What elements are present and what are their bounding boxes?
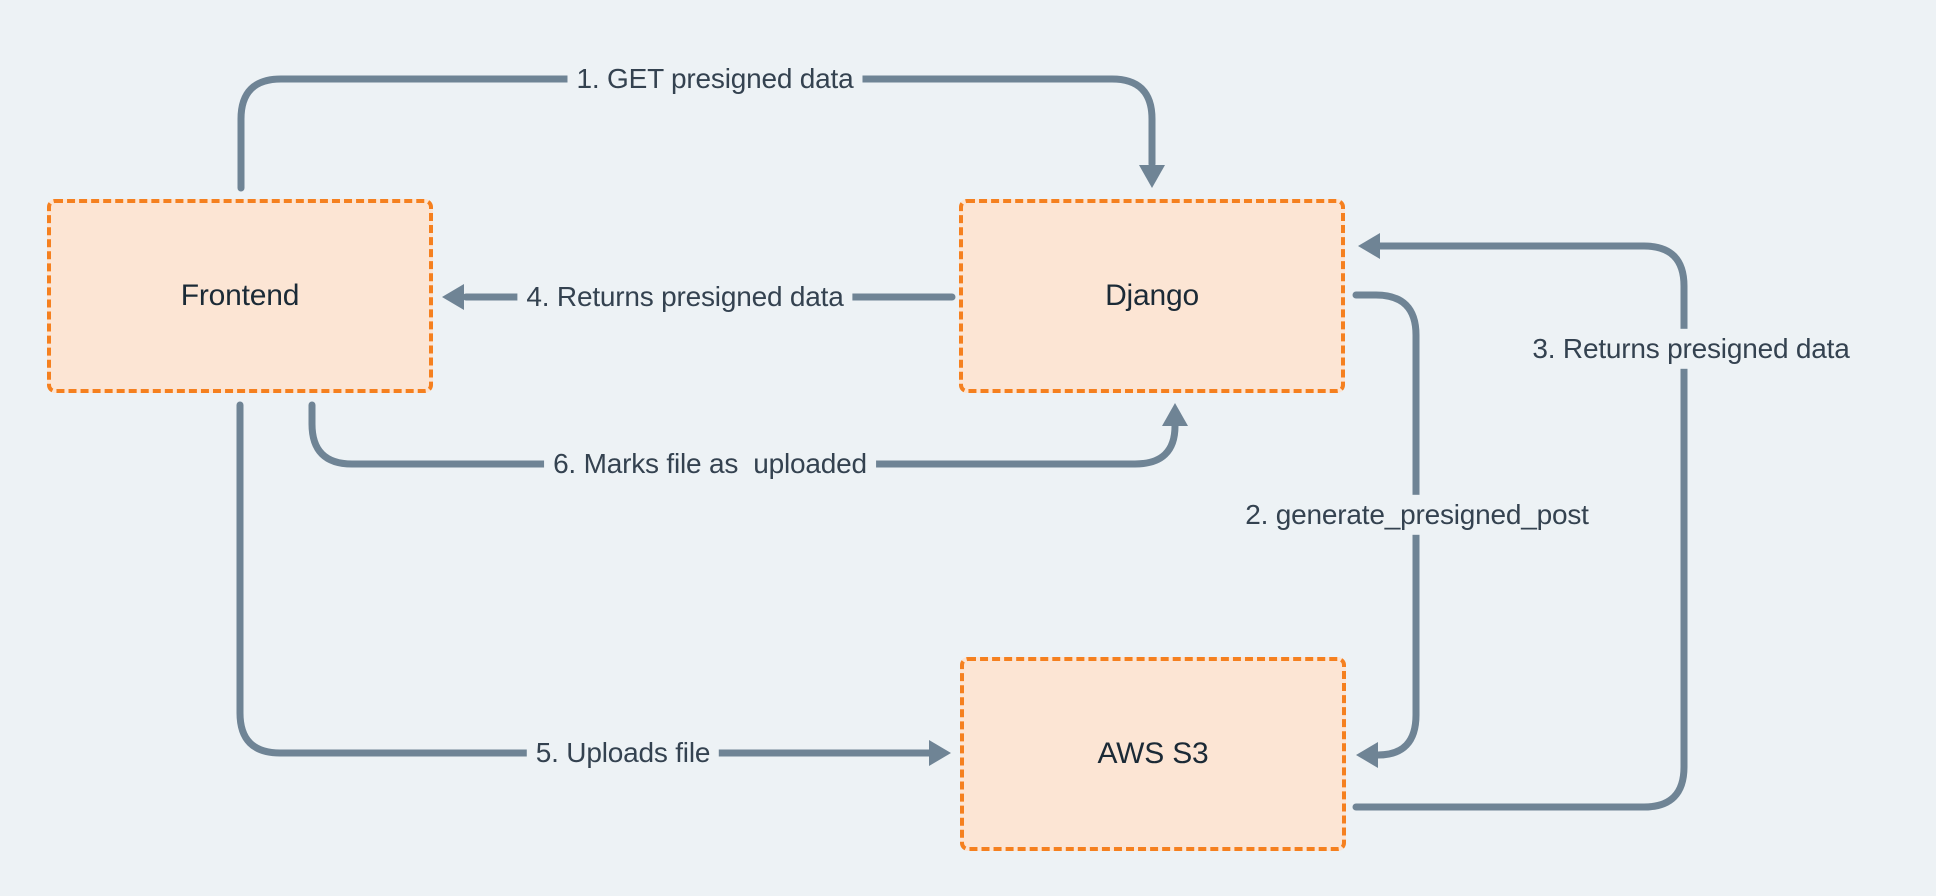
edge-2-arrowhead-left-icon (1356, 742, 1378, 768)
edge-label-2-generate-presigned-post: 2. generate_presigned_post (1236, 494, 1598, 536)
edge-label-5-uploads-file: 5. Uploads file (526, 732, 720, 774)
edge-3-arrowhead-left-icon (1358, 233, 1380, 259)
node-aws-s3-label: AWS S3 (1097, 737, 1209, 770)
edge-label-1-get-presigned-data: 1. GET presigned data (567, 58, 863, 100)
edge-5-arrowhead-right-icon (929, 740, 951, 766)
edge-5-uploads-file (236, 401, 933, 757)
edge-label-3-returns-presigned-data: 3. Returns presigned data (1523, 328, 1859, 370)
node-django: Django (959, 199, 1345, 393)
node-frontend-label: Frontend (180, 279, 300, 312)
edge-label-6-marks-file-uploaded: 6. Marks file as uploaded (544, 443, 876, 485)
node-django-label: Django (1105, 279, 1199, 312)
edge-6-marks-file-uploaded (308, 401, 1179, 468)
edge-1-arrowhead-down-icon (1139, 165, 1165, 188)
edge-6-arrowhead-up-icon (1162, 403, 1188, 426)
edge-4-arrowhead-left-icon (442, 284, 464, 310)
node-aws-s3: AWS S3 (960, 657, 1346, 851)
edge-2-generate-presigned-post (1352, 291, 1420, 759)
node-frontend: Frontend (47, 199, 433, 393)
edge-label-4-returns-presigned-data: 4. Returns presigned data (517, 276, 853, 318)
edge-3-returns-presigned-data (1352, 242, 1688, 811)
